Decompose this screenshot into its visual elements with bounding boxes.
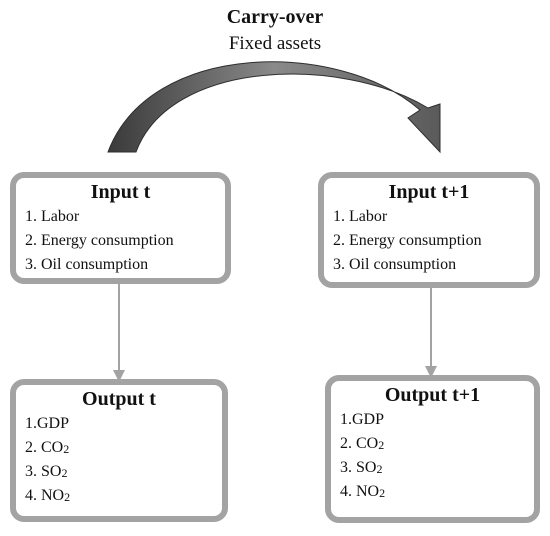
box-title: Output t+1 (384, 384, 481, 406)
input-t1-list: 1. Labor 2. Energy consumption 3. Oil co… (324, 205, 534, 277)
box-title: Input t+1 (388, 181, 470, 203)
list-item: 2. Energy consumption (25, 232, 174, 249)
input-t-box: Input t 1. Labor 2. Energy consumption 3… (10, 172, 231, 284)
list-item: 4. NO2 (25, 487, 71, 504)
output-t-list: 1.GDP 2. CO2 3. SO2 4. NO2 (16, 412, 222, 508)
list-item: 3. Oil consumption (25, 256, 149, 273)
output-t-box: Output t 1.GDP 2. CO2 3. SO2 4. NO2 (10, 379, 228, 522)
list-item: 1. Labor (333, 208, 388, 225)
list-item: 3. SO2 (340, 459, 383, 476)
list-item: 3. SO2 (25, 463, 68, 480)
connector-arrow-right (425, 285, 437, 378)
list-item: 2. Energy consumption (333, 232, 482, 249)
list-item: 1.GDP (25, 415, 70, 432)
input-t1-box: Input t+1 1. Labor 2. Energy consumption… (318, 172, 540, 288)
list-item: 4. NO2 (340, 483, 386, 500)
list-item: 2. CO2 (340, 435, 385, 452)
box-title: Input t (90, 181, 151, 203)
list-item: 2. CO2 (25, 439, 70, 456)
carry-over-arrow (107, 61, 441, 154)
output-t1-box: Output t+1 1.GDP 2. CO2 3. SO2 4. NO2 (325, 375, 540, 523)
box-title: Output t (82, 388, 156, 410)
carry-over-title: Carry-over (226, 6, 324, 28)
connector-arrow-left (113, 280, 125, 382)
list-item: 3. Oil consumption (333, 256, 457, 273)
output-t1-list: 1.GDP 2. CO2 3. SO2 4. NO2 (331, 408, 534, 504)
list-item: 1. Labor (25, 208, 80, 225)
list-item: 1.GDP (340, 411, 385, 428)
input-t-list: 1. Labor 2. Energy consumption 3. Oil co… (16, 205, 225, 277)
fixed-assets-subtitle: Fixed assets (228, 33, 322, 54)
